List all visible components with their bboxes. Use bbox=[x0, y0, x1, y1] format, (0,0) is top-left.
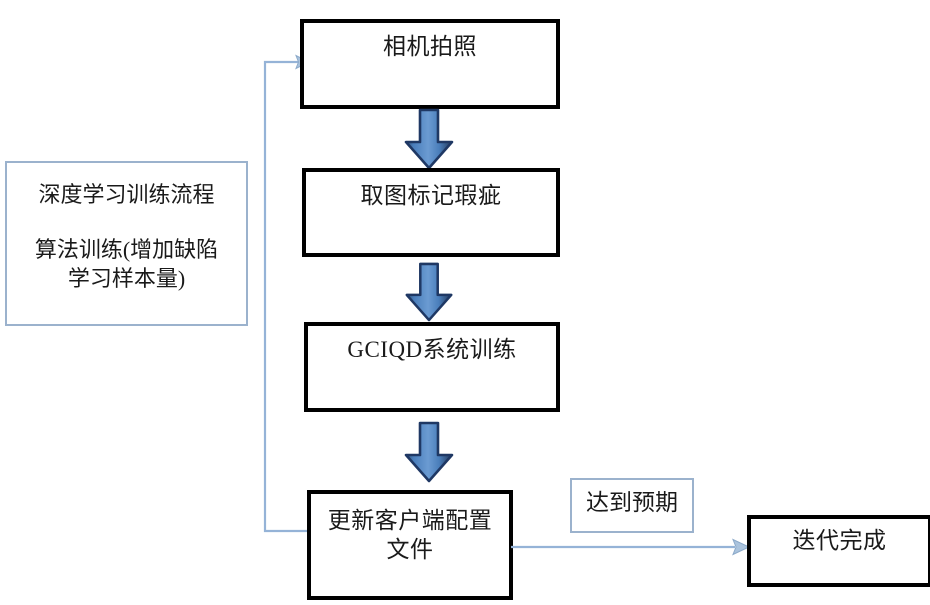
right-arrow-connector bbox=[511, 538, 751, 556]
node-update-client-config[interactable]: 更新客户端配置 文件 bbox=[307, 490, 513, 600]
node-update-client-config-label: 更新客户端配置 文件 bbox=[327, 508, 493, 563]
node-mark-defects[interactable]: 取图标记瑕疵 bbox=[302, 168, 560, 257]
connector-update-to-done bbox=[511, 536, 751, 558]
feedback-connector-update-to-camera bbox=[262, 54, 311, 533]
down-arrow-icon bbox=[404, 421, 454, 483]
arrow-mark-to-gciqd bbox=[403, 262, 455, 322]
feedback-connector-line bbox=[263, 54, 311, 533]
label-meets-expectation[interactable]: 达到预期 bbox=[570, 478, 694, 533]
label-meets-expectation-text: 达到预期 bbox=[586, 490, 678, 515]
node-camera-capture-label: 相机拍照 bbox=[383, 34, 477, 59]
arrow-gciqd-to-update bbox=[403, 420, 455, 484]
node-camera-capture[interactable]: 相机拍照 bbox=[300, 19, 560, 109]
side-panel-subtitle: 算法训练(增加缺陷 学习样本量) bbox=[34, 237, 219, 292]
node-iteration-complete-label: 迭代完成 bbox=[792, 528, 887, 553]
deep-learning-training-process-panel: 深度学习训练流程 算法训练(增加缺陷 学习样本量) bbox=[5, 161, 248, 326]
arrow-camera-to-mark bbox=[403, 108, 455, 170]
side-panel-title: 深度学习训练流程 bbox=[38, 182, 215, 207]
node-gciqd-system-training-label: GCIQD系统训练 bbox=[347, 337, 517, 362]
down-arrow-icon bbox=[404, 108, 454, 170]
node-gciqd-system-training[interactable]: GCIQD系统训练 bbox=[304, 322, 560, 412]
down-arrow-icon bbox=[405, 262, 453, 322]
node-mark-defects-label: 取图标记瑕疵 bbox=[360, 183, 502, 208]
node-iteration-complete[interactable]: 迭代完成 bbox=[747, 515, 930, 587]
